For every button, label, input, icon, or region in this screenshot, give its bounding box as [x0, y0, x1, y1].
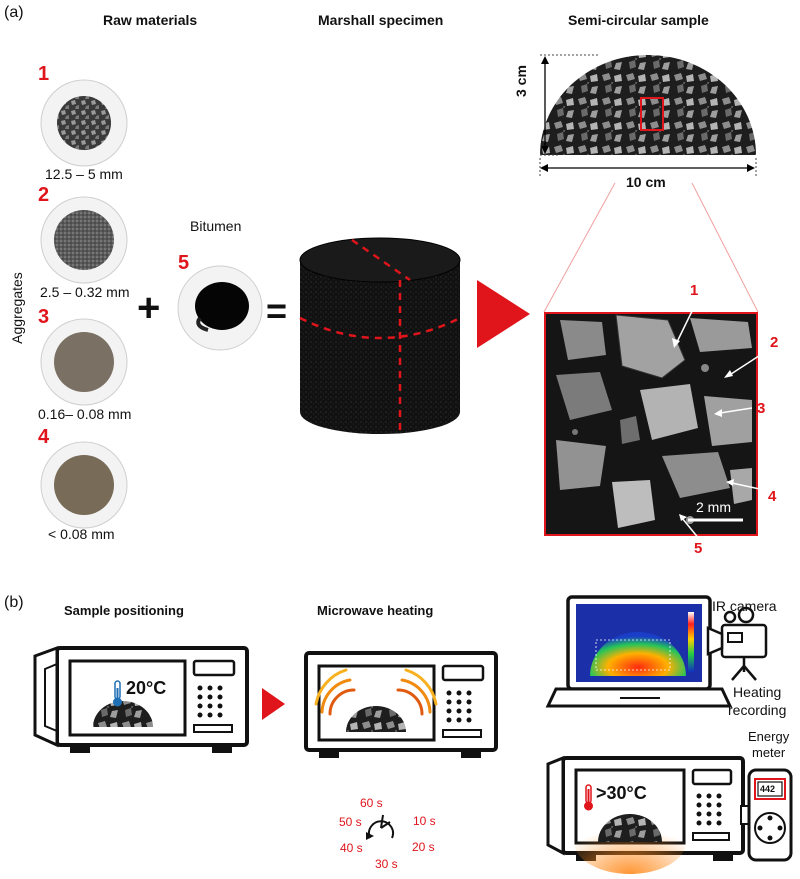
dish-3 [40, 318, 128, 406]
zoom-line-left [543, 182, 616, 313]
material-5-number: 5 [178, 252, 190, 274]
energy-meter-label: Energy meter [748, 729, 790, 760]
thermometer-red-icon [584, 784, 593, 811]
material-1-size: 12.5 – 5 mm [45, 166, 123, 182]
heating-recording-label: Heating recording [728, 684, 787, 718]
ir-camera-icon [706, 606, 768, 681]
time-30s: 30 s [375, 857, 398, 871]
thermometer-blue-icon [113, 680, 122, 707]
material-4-number: 4 [38, 426, 50, 448]
panel-b-label: (b) [4, 594, 24, 611]
time-50s: 50 s [339, 815, 362, 829]
material-2-number: 2 [38, 184, 50, 206]
timer-clock-icon [366, 814, 394, 840]
time-60s: 60 s [360, 796, 383, 810]
zoom-label-1: 1 [690, 282, 699, 299]
time-40s: 40 s [340, 841, 363, 855]
temperature-heated: >30°C [596, 783, 647, 803]
height-dimension: 3 cm [513, 65, 529, 97]
step-sample-positioning: Sample positioning [64, 603, 184, 618]
panel-a-label: (a) [4, 4, 24, 21]
time-10s: 10 s [413, 814, 436, 828]
arrow-right-icon [477, 280, 530, 348]
zoom-line-right [691, 182, 759, 313]
material-2-size: 2.5 – 0.32 mm [40, 284, 130, 300]
zoomed-microstructure [544, 302, 769, 541]
dish-1 [40, 79, 128, 167]
plus-sign: + [137, 286, 161, 330]
material-1-number: 1 [38, 63, 50, 85]
aggregates-label: Aggregates [9, 272, 25, 344]
header-marshall-specimen: Marshall specimen [318, 12, 444, 28]
microwave-1 [33, 645, 249, 753]
step-microwave-heating: Microwave heating [317, 603, 434, 618]
semi-circular-sample [539, 54, 757, 178]
arrow-right-small-icon [262, 688, 285, 720]
zoom-label-3: 3 [757, 400, 766, 417]
dish-5-bitumen [177, 265, 263, 351]
meter-reading: 442 [760, 784, 776, 794]
material-3-size: 0.16– 0.08 mm [38, 406, 132, 422]
dish-4 [40, 441, 128, 529]
material-3-number: 3 [38, 306, 50, 328]
zoom-label-2: 2 [770, 334, 779, 351]
bitumen-label: Bitumen [190, 218, 242, 234]
marshall-cylinder [299, 237, 461, 434]
header-semi-circular-sample: Semi-circular sample [568, 12, 709, 28]
equals-sign: = [266, 290, 288, 331]
material-4-size: < 0.08 mm [48, 526, 115, 542]
time-20s: 20 s [412, 840, 435, 854]
dish-2 [40, 196, 128, 284]
ir-camera-label: IR camera [712, 598, 777, 614]
energy-meter-icon [740, 768, 793, 862]
microwave-3 [546, 755, 745, 874]
width-dimension: 10 cm [626, 174, 666, 190]
header-raw-materials: Raw materials [103, 12, 198, 28]
zoom-label-5: 5 [694, 540, 703, 557]
laptop [545, 595, 733, 708]
temperature-initial: 20°C [126, 678, 167, 698]
zoom-label-4: 4 [768, 488, 777, 505]
microwave-2 [304, 651, 498, 758]
scale-bar-label: 2 mm [696, 499, 731, 515]
